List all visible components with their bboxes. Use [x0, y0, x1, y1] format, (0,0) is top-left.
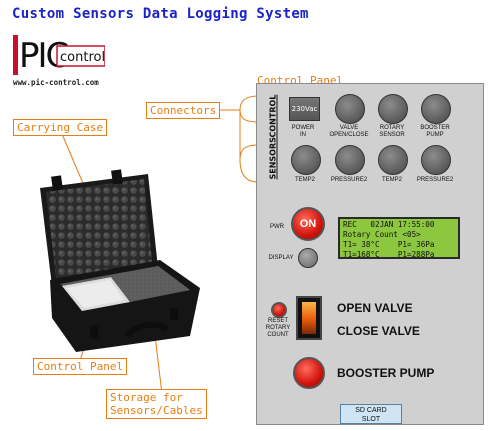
page-title: Custom Sensors Data Logging System [12, 6, 309, 22]
lcd-line-3: T1= 38°C P1= 36Pa [343, 240, 435, 249]
sd-card-slot[interactable]: SD CARD SLOT [340, 404, 402, 424]
temp2-connector-1[interactable] [291, 145, 321, 175]
pressure2-connector-1[interactable] [335, 145, 365, 175]
logo-control-text: control [60, 50, 105, 65]
close-valve-label: CLOSE VALVE [337, 324, 420, 338]
booster-pump-label: BOOSTER PUMP [337, 366, 435, 380]
connectors-callout: Connectors [146, 102, 221, 119]
logo-url: www.pic-control.com [13, 78, 99, 87]
valve-toggle-lever [302, 302, 316, 334]
carrying-case-image [40, 169, 200, 352]
open-valve-label: OPEN VALVE [337, 301, 413, 315]
power-badge: 230Vac [291, 105, 318, 113]
on-label: ON [299, 218, 317, 230]
display-button[interactable] [298, 248, 318, 268]
booster-pump-button[interactable] [293, 357, 325, 389]
valve-toggle-switch[interactable] [296, 296, 322, 340]
sensor-item-label: PRESSURE2 [416, 177, 454, 183]
connectors-brace-bottom [239, 144, 259, 183]
power-in-socket[interactable]: 230Vac [289, 97, 320, 121]
control-panel-callout: Control Panel [33, 358, 128, 375]
control-item-label: VALVE OPEN/CLOSE [329, 125, 369, 138]
control-item-label: BOOSTER PUMP [420, 125, 450, 138]
sensor-item-label: TEMP2 [294, 177, 315, 183]
control-item-label: ROTARY SENSOR [379, 125, 405, 138]
power-on-button[interactable]: ON [291, 207, 325, 241]
reset-rotary-button[interactable] [271, 302, 287, 318]
lcd-display: REC 02JAN 17:55:00 Rotary Count <05> T1=… [338, 217, 460, 259]
pressure2-connector-2[interactable] [421, 145, 451, 175]
reset-rotary-label: RESET ROTARY COUNT [265, 318, 291, 338]
sensors-section-label: SENSORS [268, 137, 278, 180]
pwr-label: PWR [270, 224, 284, 230]
lcd-line-1: REC 02JAN 17:55:00 [343, 220, 435, 229]
booster-pump-connector[interactable] [421, 94, 451, 124]
carrying-case-callout: Carrying Case [13, 119, 108, 136]
control-item-label: POWER IN [291, 125, 315, 138]
rotary-sensor-connector[interactable] [378, 94, 408, 124]
valve-connector[interactable] [335, 94, 365, 124]
display-label: DISPLAY [268, 255, 294, 261]
lcd-line-2: Rotary Count <05> [343, 230, 421, 239]
temp2-connector-2[interactable] [378, 145, 408, 175]
storage-callout: Storage for Sensors/Cables [106, 389, 207, 419]
sensor-item-label: PRESSURE2 [330, 177, 368, 183]
lcd-line-4: T1=168°C P1=288Pa [343, 250, 435, 259]
sensor-item-label: TEMP2 [381, 177, 402, 183]
control-section-label: CONTROL [268, 94, 278, 138]
logo-graphic: PIC control [13, 35, 106, 76]
pic-control-logo: PIC control [13, 34, 106, 76]
